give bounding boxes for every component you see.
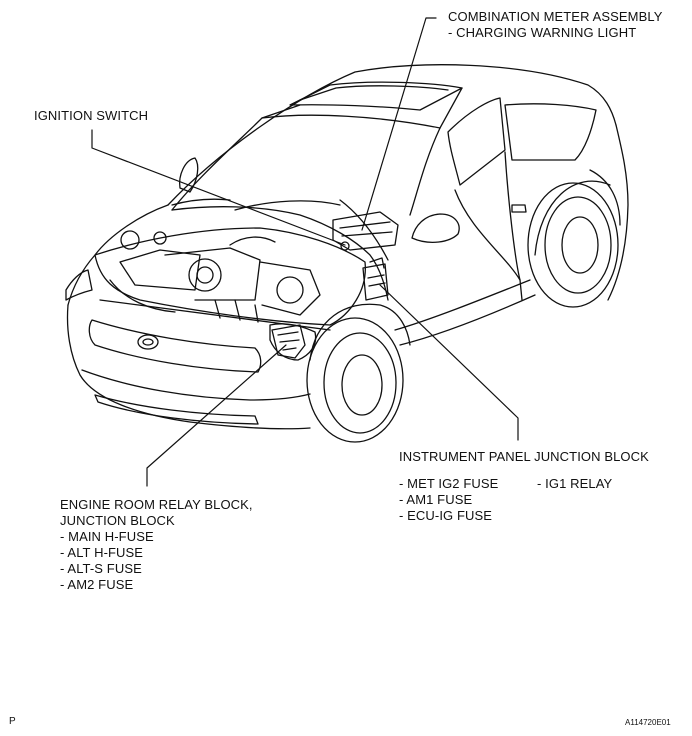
instrument-panel-title: INSTRUMENT PANEL JUNCTION BLOCK bbox=[399, 449, 649, 464]
alt-s-fuse-item: - ALT-S FUSE bbox=[60, 561, 142, 576]
am1-fuse-item: - AM1 FUSE bbox=[399, 492, 473, 507]
leader-lines bbox=[91, 17, 519, 487]
leader-ignition-switch bbox=[91, 129, 346, 246]
figure-code: A114720E01 bbox=[625, 718, 671, 727]
ig1-relay-item: - IG1 RELAY bbox=[537, 476, 613, 491]
combination-meter-label: COMBINATION METER ASSEMBLY - CHARGING WA… bbox=[448, 9, 663, 41]
met-ig2-fuse-item: - MET IG2 FUSE bbox=[399, 476, 499, 491]
am2-fuse-item: - AM2 FUSE bbox=[60, 577, 134, 592]
ecu-ig-fuse-item: - ECU-IG FUSE bbox=[399, 508, 493, 523]
charging-warning-light-item: - CHARGING WARNING LIGHT bbox=[448, 25, 637, 40]
car-illustration bbox=[65, 64, 629, 443]
page-mark: P bbox=[9, 716, 16, 727]
leader-instrument-panel bbox=[379, 284, 519, 441]
combination-meter-title: COMBINATION METER ASSEMBLY bbox=[448, 9, 663, 24]
ignition-switch-title: IGNITION SWITCH bbox=[34, 108, 149, 123]
main-h-fuse-item: - MAIN H-FUSE bbox=[60, 529, 154, 544]
alt-h-fuse-item: - ALT H-FUSE bbox=[60, 545, 144, 560]
instrument-panel-fuse-list: - MET IG2 FUSE - AM1 FUSE - ECU-IG FUSE bbox=[399, 476, 498, 524]
engine-room-relay-block-label: ENGINE ROOM RELAY BLOCK, JUNCTION BLOCK … bbox=[60, 497, 253, 593]
leader-combination-meter bbox=[361, 17, 437, 231]
engine-room-title-line-1: ENGINE ROOM RELAY BLOCK, bbox=[60, 497, 253, 512]
ignition-switch-label: IGNITION SWITCH bbox=[34, 108, 148, 124]
instrument-panel-junction-block-label: INSTRUMENT PANEL JUNCTION BLOCK bbox=[399, 449, 649, 465]
engine-room-title-line-2: JUNCTION BLOCK bbox=[60, 513, 175, 528]
leader-engine-room bbox=[146, 344, 287, 487]
instrument-panel-relay-list: - IG1 RELAY bbox=[537, 476, 612, 492]
